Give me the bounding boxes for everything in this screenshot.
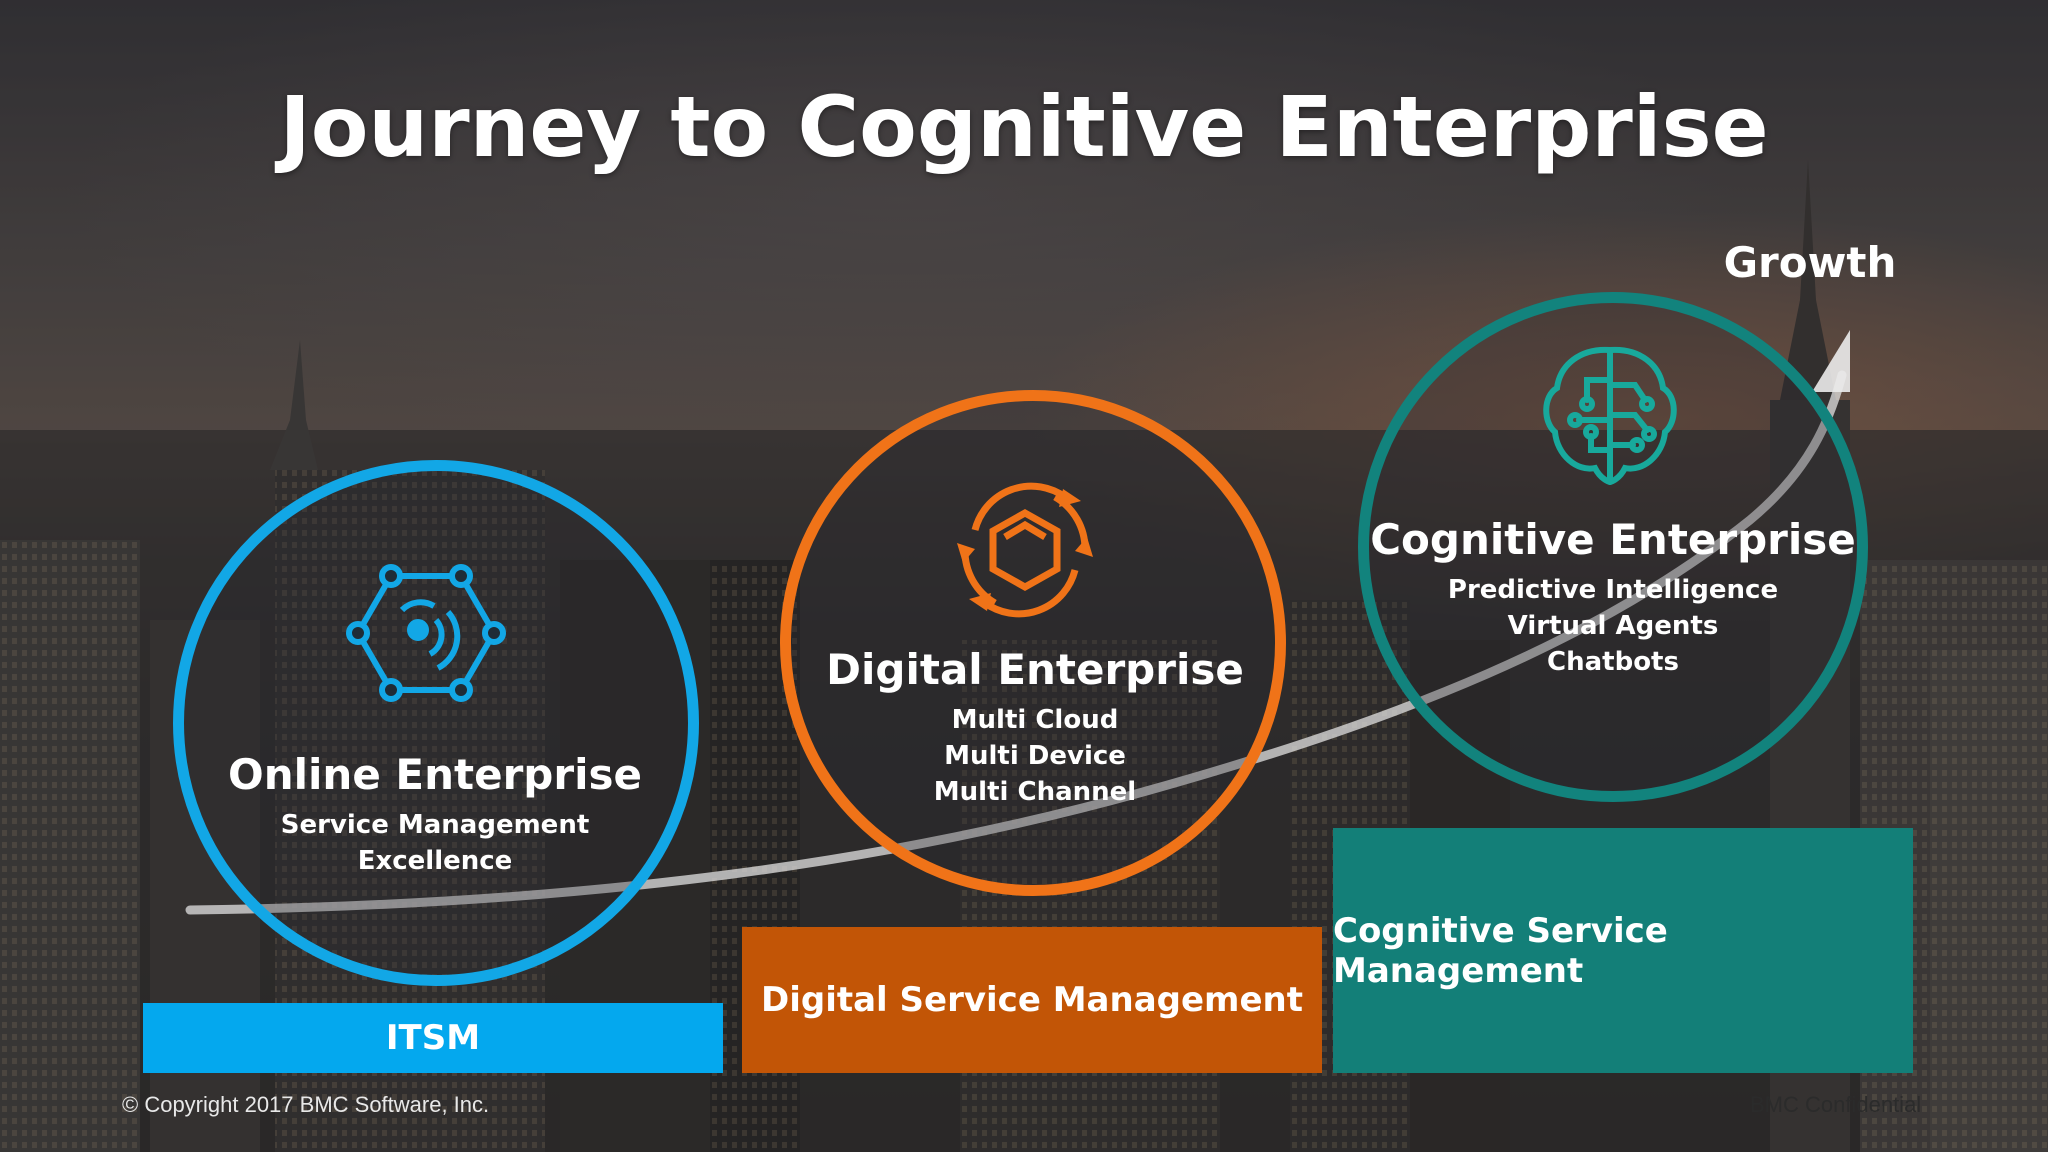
stage-line: Chatbots	[1547, 647, 1679, 677]
stage-line: Virtual Agents	[1507, 611, 1719, 641]
stage-line: Multi Channel	[933, 777, 1137, 807]
stage-title: Cognitive Enterprise	[1370, 515, 1856, 564]
hexagon-signal-icon	[346, 564, 506, 702]
cube-cycle-icon	[957, 482, 1093, 618]
slide-title: Journey to Cognitive Enterprise	[279, 78, 1769, 176]
stage-line: Multi Cloud	[951, 705, 1119, 735]
stage-line: Service Management	[280, 810, 590, 840]
stage-line: Excellence	[357, 846, 513, 876]
digital-enterprise-circle	[780, 390, 1286, 896]
digital-service-management-bar: Digital Service Management	[742, 927, 1322, 1073]
online-enterprise-circle	[173, 460, 699, 986]
brain-circuit-icon	[1543, 346, 1677, 485]
online-enterprise-text: Online Enterprise Service Management Exc…	[170, 750, 700, 879]
digital-enterprise-text: Digital Enterprise Multi Cloud Multi Dev…	[775, 645, 1295, 810]
cognitive-service-management-bar: Cognitive Service Management	[1333, 828, 1913, 1073]
itsm-bar: ITSM	[143, 1003, 723, 1073]
stage-title: Digital Enterprise	[826, 645, 1244, 694]
cognitive-enterprise-text: Cognitive Enterprise Predictive Intellig…	[1353, 515, 1873, 680]
copyright-footer: © Copyright 2017 BMC Software, Inc.	[122, 1092, 490, 1117]
growth-label: Growth	[1723, 238, 1897, 287]
stage-title: Online Enterprise	[228, 750, 642, 799]
confidential-footer: BMC Confidential	[1750, 1092, 1922, 1117]
stage-line: Multi Device	[944, 741, 1126, 771]
stage-line: Predictive Intelligence	[1447, 575, 1779, 605]
